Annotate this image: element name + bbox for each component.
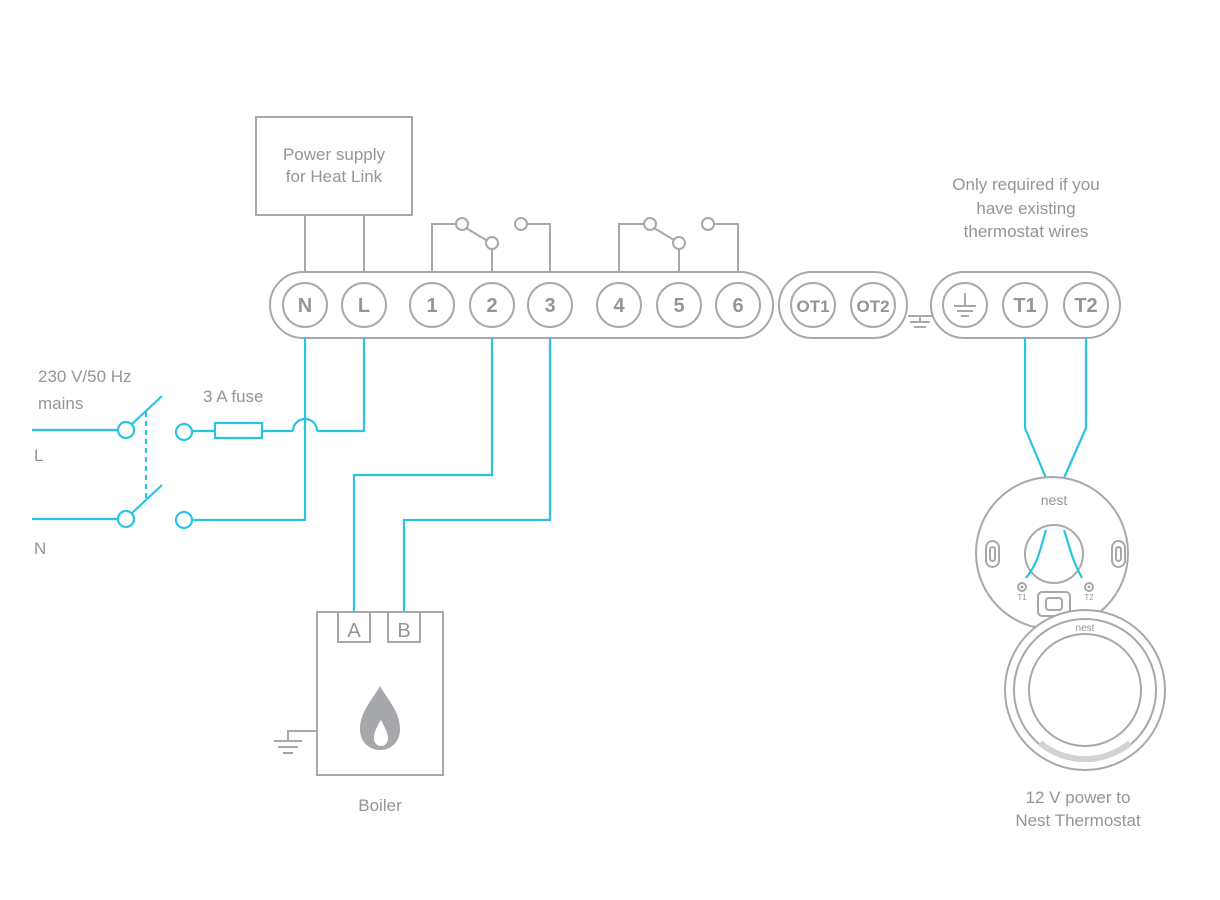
nest-base-t1: T1 [1017, 593, 1027, 602]
live-label: L [34, 446, 43, 465]
terminal-5: 5 [656, 282, 702, 328]
power-supply-label-2: for Heat Link [286, 167, 383, 186]
boiler-terminal-b: B [397, 620, 410, 642]
terminal-2: 2 [469, 282, 515, 328]
power-supply: Power supply for Heat Link [255, 116, 413, 272]
svg-text:3: 3 [544, 295, 555, 317]
terminal-4: 4 [596, 282, 642, 328]
fuse: 3 A fuse [192, 338, 366, 440]
terminal-3: 3 [527, 282, 573, 328]
relay-2 [618, 217, 739, 272]
terminal-ot1: OT1 [790, 282, 836, 328]
wire-2-to-a [352, 338, 494, 612]
terminal-l: L [341, 282, 387, 328]
svg-text:have existing: have existing [976, 199, 1075, 218]
terminal-strip-thermostat: T1 T2 [930, 271, 1121, 339]
terminal-ot2: OT2 [850, 282, 896, 328]
svg-text:OT1: OT1 [796, 297, 829, 316]
boiler: A B Boiler [274, 338, 552, 815]
power-label-2: Nest Thermostat [1015, 811, 1141, 830]
terminal-th-t2: T2 [1063, 282, 1109, 328]
terminal-strip-ot: OT1 OT2 [778, 271, 908, 339]
svg-text:thermostat wires: thermostat wires [964, 222, 1089, 241]
svg-text:6: 6 [732, 295, 743, 317]
svg-text:T1: T1 [1013, 295, 1036, 317]
svg-text:Only required if you: Only required if you [952, 175, 1099, 194]
thermostat-note: Only required if you have existing therm… [952, 175, 1099, 241]
mains-label-1: 230 V/50 Hz [38, 367, 132, 386]
svg-text:4: 4 [613, 295, 625, 317]
neutral-label: N [34, 539, 46, 558]
nest-base-t2: T2 [1084, 593, 1094, 602]
mains-label-2: mains [38, 394, 83, 413]
nest-base-logo: nest [1041, 492, 1068, 508]
wire-3-to-b [402, 338, 552, 612]
mains-supply: 230 V/50 Hz mains L N [32, 367, 194, 558]
terminal-strip-main: N L 1 2 3 4 5 6 [269, 271, 774, 339]
svg-text:N: N [298, 295, 312, 317]
terminal-1: 1 [409, 282, 455, 328]
terminal-earth [942, 282, 988, 328]
power-supply-label-1: Power supply [283, 145, 386, 164]
terminal-th-t1: T1 [1002, 282, 1048, 328]
svg-text:2: 2 [486, 295, 497, 317]
ground-icon [908, 315, 932, 328]
nest-thermostat: nest T1 T2 nest 12 V power to Nest Therm… [975, 338, 1166, 830]
terminal-6: 6 [715, 282, 761, 328]
svg-text:OT2: OT2 [856, 297, 889, 316]
fuse-label: 3 A fuse [203, 387, 264, 406]
relay-1 [431, 217, 551, 272]
nest-display-logo: nest [1076, 623, 1095, 634]
neutral-wire [192, 338, 307, 522]
boiler-terminal-a: A [347, 620, 361, 642]
svg-text:1: 1 [426, 295, 437, 317]
boiler-label: Boiler [358, 796, 402, 815]
terminal-n: N [282, 282, 328, 328]
svg-text:T2: T2 [1074, 295, 1097, 317]
svg-text:L: L [358, 295, 370, 317]
power-label-1: 12 V power to [1026, 788, 1131, 807]
svg-text:5: 5 [673, 295, 684, 317]
boiler-ground-icon [274, 730, 317, 754]
earth-icon [954, 293, 976, 317]
flame-icon [360, 686, 400, 750]
